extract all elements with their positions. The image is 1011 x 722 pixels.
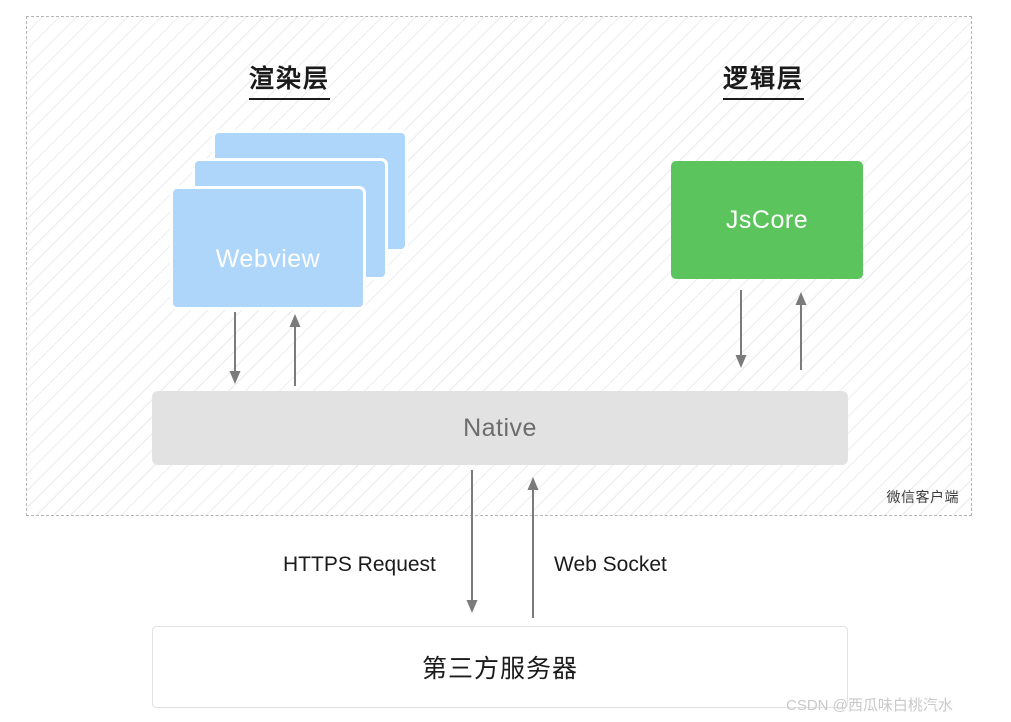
arrow-webview-to-native-down-icon	[226, 312, 246, 386]
web-socket-label: Web Socket	[554, 553, 667, 576]
third-party-server-node: 第三方服务器	[152, 626, 848, 708]
csdn-watermark: CSDN @西瓜味白桃汽水	[786, 697, 953, 714]
logic-layer-title: 逻辑层	[723, 59, 805, 100]
jscore-node: JsCore	[671, 161, 863, 279]
render-layer-title: 渲染层	[249, 59, 331, 100]
arrow-server-to-native-up-icon	[524, 475, 544, 618]
native-label: Native	[463, 413, 537, 442]
arrow-native-to-server-down-icon	[463, 470, 483, 615]
third-party-server-label: 第三方服务器	[421, 655, 578, 683]
https-request-label: HTTPS Request	[283, 553, 436, 576]
wechat-client-label: 微信客户端	[886, 489, 959, 505]
native-node: Native	[152, 391, 848, 465]
arrow-jscore-to-native-down-icon	[732, 290, 752, 370]
arrow-native-to-jscore-up-icon	[792, 290, 812, 370]
webview-label: Webview	[215, 244, 321, 273]
webview-card-front: Webview	[170, 186, 366, 310]
arrow-native-to-webview-up-icon	[286, 312, 306, 386]
jscore-label: JsCore	[725, 205, 809, 234]
